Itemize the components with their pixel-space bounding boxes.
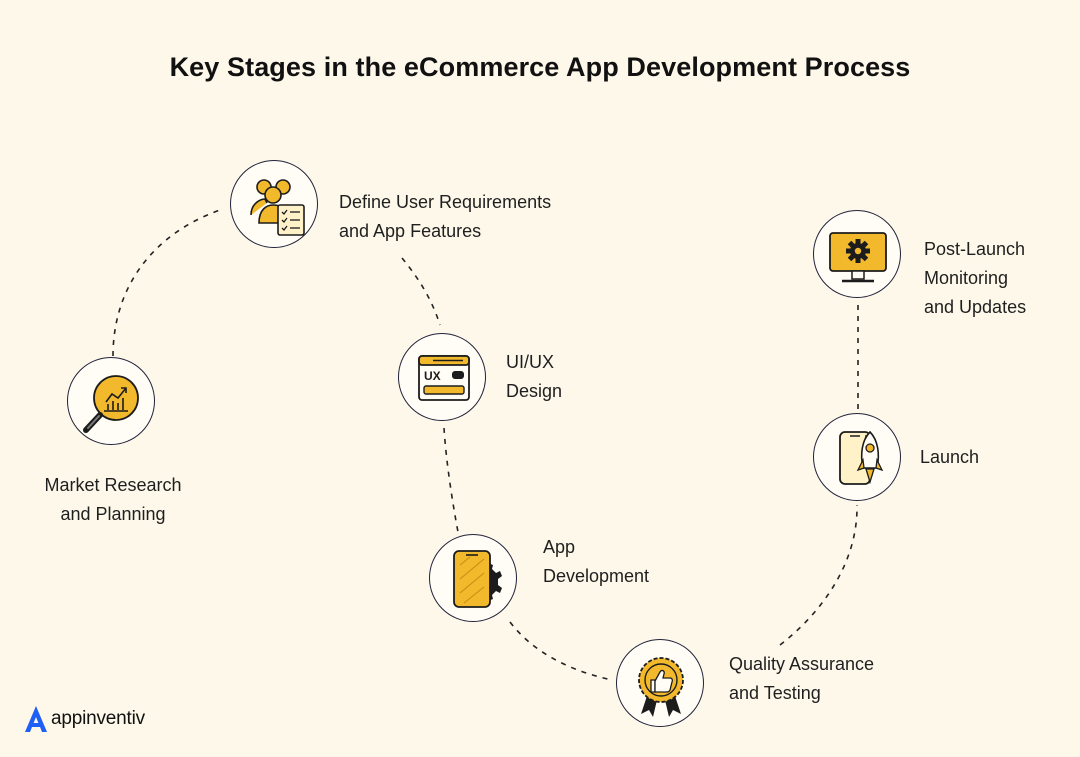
ux-icon-text: UX: [424, 369, 441, 383]
stage-quality-assurance-node: [616, 639, 704, 727]
connector-1-2: [112, 209, 221, 357]
stage-post-launch-label: Post-Launch Monitoring and Updates: [924, 239, 1027, 317]
connector-5-6: [779, 504, 858, 646]
brand-name: appinventiv: [51, 708, 145, 729]
thumbs-up-badge-icon: [638, 657, 684, 717]
appinventiv-logo-icon: [25, 706, 47, 732]
stage-uiux-label: UI/UX Design: [506, 352, 563, 401]
brand-logo: appinventiv: [24, 704, 145, 734]
connector-3-4: [443, 427, 459, 533]
stage-app-development-label: App Development: [543, 537, 650, 586]
stage-user-requirements-label: Define User Requirements and App Feature…: [339, 192, 552, 241]
phone-gear-icon: [453, 550, 502, 608]
stage-app-development-node: [429, 534, 517, 622]
stage-quality-assurance-label: Quality Assurance and Testing: [729, 654, 875, 703]
stage-launch-label: Launch: [920, 447, 980, 467]
page-title: Key Stages in the eCommerce App Developm…: [169, 52, 911, 82]
connector-2-3: [401, 257, 441, 326]
stage-user-requirements-node: [230, 160, 318, 248]
monitor-gear-icon: [829, 232, 887, 283]
phone-rocket-icon: [839, 430, 884, 485]
magnifier-chart-icon: [83, 375, 139, 433]
stage-market-research-node: [67, 357, 155, 445]
stage-uiux-node: UX: [398, 333, 486, 421]
users-checklist-icon: [250, 179, 305, 236]
stage-market-research-label: Market Research and Planning: [44, 475, 182, 524]
stage-launch-node: [813, 413, 901, 501]
ux-window-icon: UX: [418, 355, 470, 401]
connector-4-5: [509, 621, 613, 681]
stage-post-launch-node: [813, 210, 901, 298]
